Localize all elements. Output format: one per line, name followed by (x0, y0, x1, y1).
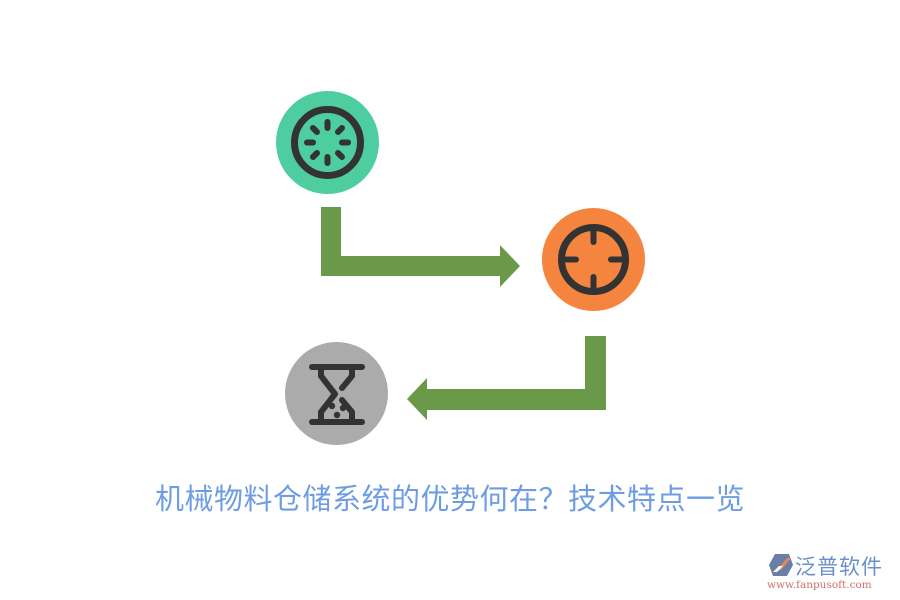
arrow-node2-to-node3 (407, 336, 606, 420)
page-title: 机械物料仓储系统的优势何在？技术特点一览 (154, 482, 745, 516)
watermark-url: www.fanpusoft.com (767, 579, 872, 591)
crosshair-target-icon (558, 224, 629, 295)
arrow-node1-to-node2 (321, 207, 520, 287)
hourglass-icon (309, 364, 365, 425)
node-loading (276, 91, 379, 194)
watermark-name: 泛普软件 (795, 555, 883, 579)
node-hourglass (285, 342, 388, 445)
fanpu-logo-icon (769, 554, 793, 576)
loading-spinner-icon (291, 106, 364, 179)
node-target (542, 208, 645, 311)
watermark-logo: 泛普软件 www.fanpusoft.com (765, 551, 895, 596)
